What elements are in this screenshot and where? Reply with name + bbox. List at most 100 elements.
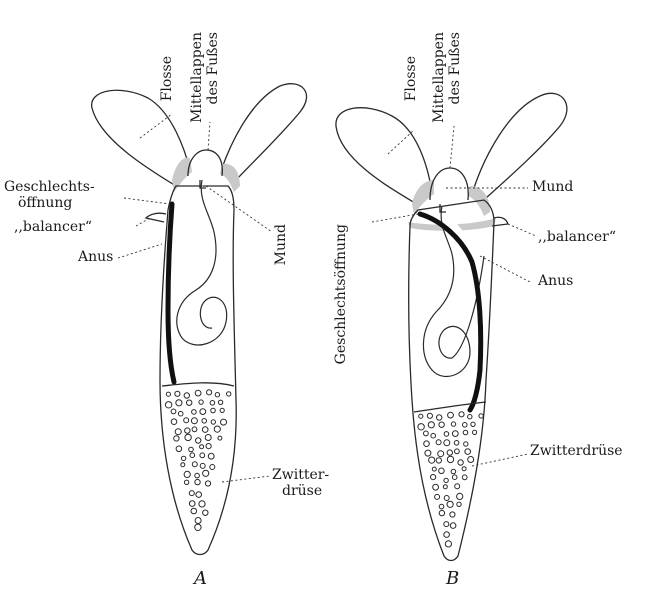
gland-eggs-a xyxy=(165,390,230,531)
gland-egg xyxy=(468,415,472,419)
label-geschlechts-a-line1: Geschlechts- xyxy=(4,180,95,195)
label-balancer-b: ,,balancer“ xyxy=(538,230,616,245)
gland-egg xyxy=(165,402,171,408)
gland-egg xyxy=(424,431,429,436)
leader-flosse-b xyxy=(388,130,414,154)
leader-zwitter-b xyxy=(472,454,528,466)
gland-egg xyxy=(192,427,197,432)
gland-egg xyxy=(196,438,201,443)
gland-egg xyxy=(455,449,460,454)
gland-egg xyxy=(451,469,456,474)
gland-eggs-b xyxy=(418,412,483,547)
fin-right-a xyxy=(222,84,307,180)
gland-egg xyxy=(205,481,210,486)
label-geschlechtsoeffnung-b: Geschlechtsöffnung xyxy=(334,224,349,364)
gland-egg xyxy=(189,491,194,496)
label-balancer-a: ,,balancer“ xyxy=(14,220,92,235)
gland-egg xyxy=(419,414,423,418)
gland-egg xyxy=(455,484,460,489)
gland-egg xyxy=(202,419,207,424)
genital-duct-a xyxy=(168,204,174,382)
gland-egg xyxy=(221,419,227,425)
gland-egg xyxy=(439,510,444,515)
label-mittellappen-a-line2: des Fußes xyxy=(206,32,221,104)
gland-egg xyxy=(444,496,449,501)
gland-egg xyxy=(452,431,458,437)
leader-mund-a xyxy=(206,186,272,232)
gland-egg xyxy=(431,475,436,480)
gland-egg xyxy=(432,467,436,471)
gland-egg xyxy=(187,400,192,405)
gland-egg xyxy=(431,433,436,438)
gland-egg xyxy=(203,470,209,476)
gland-egg xyxy=(462,467,466,471)
panel-letter-b: B xyxy=(446,568,459,589)
gland-egg xyxy=(433,484,439,490)
gland-egg xyxy=(458,460,463,465)
gland-egg xyxy=(468,457,474,463)
gland-egg xyxy=(439,504,444,509)
gland-egg xyxy=(464,442,468,446)
label-mund-b: Mund xyxy=(532,180,573,195)
specimen-a xyxy=(92,84,307,555)
gland-egg xyxy=(189,447,194,452)
balancer-a xyxy=(146,213,166,222)
gland-egg xyxy=(445,541,451,547)
label-anus-a: Anus xyxy=(78,250,113,265)
gland-egg xyxy=(195,479,200,484)
gland-egg xyxy=(199,400,203,404)
gland-egg xyxy=(463,430,468,435)
gland-egg xyxy=(185,434,191,440)
gland-egg xyxy=(457,493,463,499)
gland-egg xyxy=(463,423,468,428)
gland-egg xyxy=(427,413,432,418)
gland-egg xyxy=(210,401,215,406)
gland-egg xyxy=(220,408,224,412)
gland-egg xyxy=(166,392,170,396)
gland-egg xyxy=(227,392,231,396)
gland-egg xyxy=(447,456,453,462)
gland-egg xyxy=(211,408,216,413)
gland-egg xyxy=(171,409,176,414)
gland-egg xyxy=(208,453,214,459)
gland-egg xyxy=(200,445,204,449)
gland-egg xyxy=(443,485,447,489)
gland-egg xyxy=(171,419,177,425)
gland-egg xyxy=(448,412,454,418)
gland-egg xyxy=(218,400,222,404)
gland-egg xyxy=(207,390,212,395)
gland-egg xyxy=(192,410,197,415)
gland-egg xyxy=(444,440,450,446)
label-mund-a: Mund xyxy=(274,224,289,265)
gland-egg xyxy=(418,424,424,430)
label-anus-b: Anus xyxy=(538,274,573,289)
gland-egg xyxy=(465,449,471,455)
gland-egg xyxy=(191,418,197,424)
label-mittellappen-a-line1: Mittellappen xyxy=(190,32,205,123)
gland-egg xyxy=(429,457,435,463)
gland-egg xyxy=(200,409,206,415)
gland-egg xyxy=(195,473,200,478)
gland-egg xyxy=(174,436,179,441)
gland-egg xyxy=(454,441,459,446)
gland-egg xyxy=(185,428,190,433)
gland-egg xyxy=(175,391,180,396)
gland-egg xyxy=(444,432,449,437)
gland-egg xyxy=(218,436,222,440)
gland-egg xyxy=(200,453,205,458)
gland-egg xyxy=(200,463,205,468)
gland-egg xyxy=(436,458,441,463)
label-geschlechts-a-line2: öffnung xyxy=(18,196,72,211)
gland-egg xyxy=(479,414,483,418)
gland-egg xyxy=(184,471,190,477)
gland-egg xyxy=(462,475,467,480)
leader-balancer-a xyxy=(136,218,150,226)
gland-egg xyxy=(424,441,430,447)
gland-egg xyxy=(189,501,195,507)
gland-egg xyxy=(178,411,183,416)
gland-egg xyxy=(215,393,219,397)
gland-egg xyxy=(191,508,197,514)
gland-egg xyxy=(195,524,201,530)
gland-egg xyxy=(471,422,475,426)
